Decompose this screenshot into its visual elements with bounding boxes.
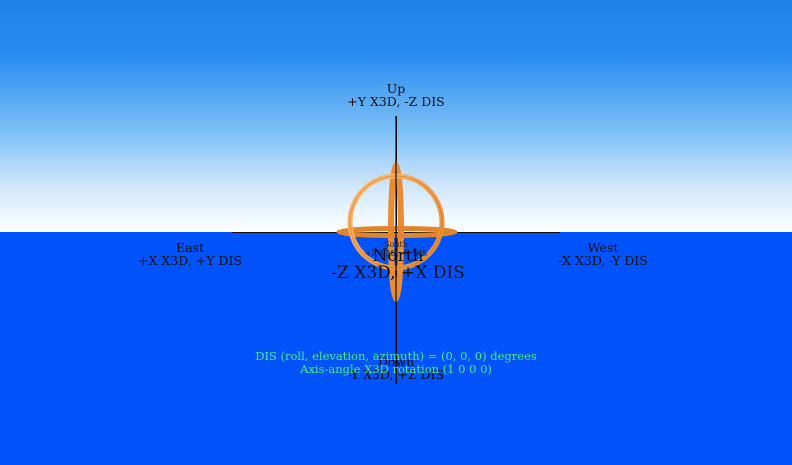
label-east-name: East [175, 240, 204, 255]
label-west-name: West [587, 240, 619, 255]
orientation-readout: DIS (roll, elevation, azimuth) = (0, 0, … [255, 349, 537, 363]
label-north-name: North [372, 246, 424, 266]
label-south-coords: +Z X3D, -X DIS [364, 249, 428, 258]
axis-angle-readout: Axis-angle X3D rotation (1 0 0 0) [300, 362, 492, 376]
label-west-coords: -X X3D, -Y DIS [558, 253, 648, 268]
label-north-coords: -Z X3D, +X DIS [331, 263, 465, 283]
label-east: East +X X3D, +Y DIS [110, 241, 270, 267]
label-north: North -Z X3D, +X DIS [298, 248, 498, 282]
label-down-name: Down [377, 354, 415, 369]
label-up-coords: +Y X3D, -Z DIS [347, 94, 445, 109]
label-up-name: Up [386, 81, 406, 96]
label-up: Up +Y X3D, -Z DIS [316, 82, 476, 108]
label-down-coords: -Y X3D, +Z DIS [347, 367, 445, 382]
label-west: West -X X3D, -Y DIS [523, 241, 683, 267]
label-south-name: South [384, 240, 408, 249]
label-south: South +Z X3D, -X DIS [346, 240, 446, 258]
horizontal-ring [336, 226, 458, 238]
label-east-coords: +X X3D, +Y DIS [138, 253, 242, 268]
label-down: Down -Y X3D, +Z DIS [316, 355, 476, 381]
